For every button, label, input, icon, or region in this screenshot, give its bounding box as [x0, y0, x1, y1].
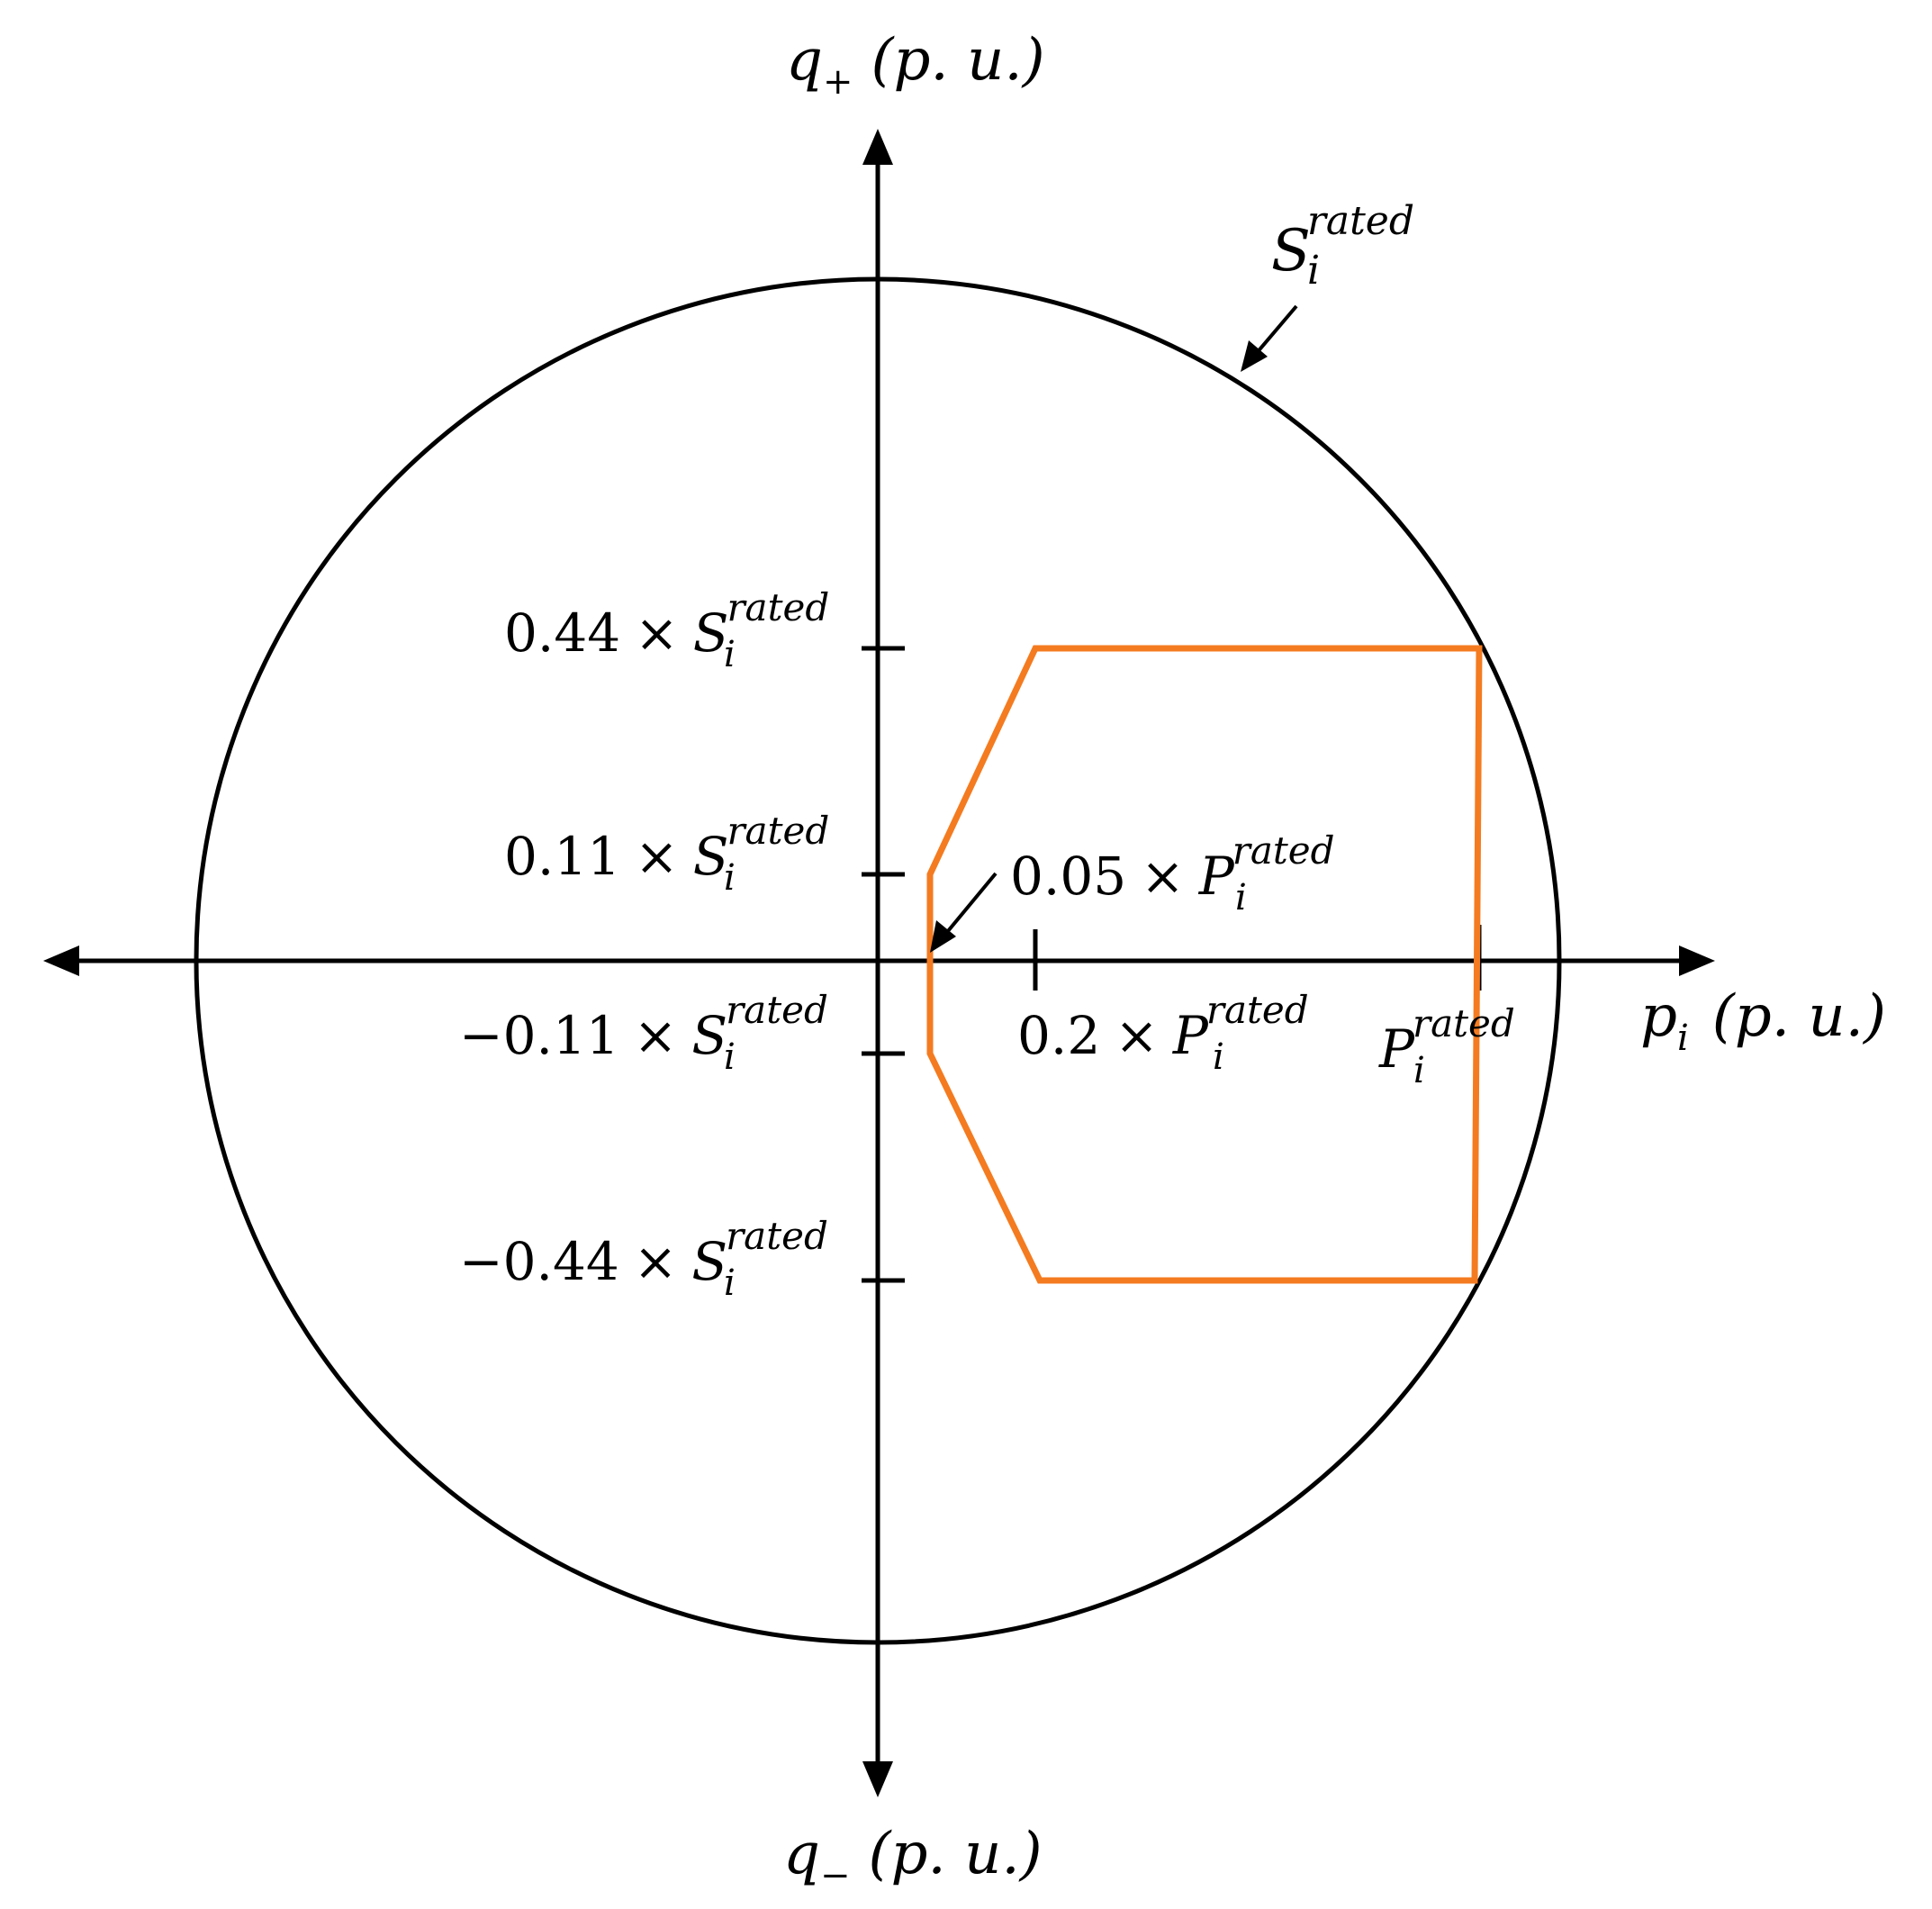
operating-region-polygon — [926, 645, 1483, 1284]
q-label-0.44: 0.44×Srated — [504, 585, 829, 664]
q-label-neg-0.44-sub: i — [724, 1262, 736, 1304]
p-axis-right-arrowhead — [1679, 945, 1715, 976]
p-label-0.2: 0.2×Prated — [1017, 988, 1309, 1066]
p-axis-label: pi(p. u.) — [1640, 983, 1886, 1059]
q-label-neg-0.11: −0.11×Srated — [459, 988, 828, 1066]
q-label-0.11: 0.11×Srated — [504, 809, 829, 887]
p-label-0.05: 0.05×Prated — [1010, 828, 1335, 907]
p-label-rated: Prated — [1378, 1001, 1515, 1080]
q-label-0.44-sub: i — [724, 634, 736, 675]
q-axis-bottom-arrowhead — [862, 1761, 893, 1797]
p-axis-left-arrowhead — [43, 945, 79, 976]
p-label-0.05-sub: i — [1235, 877, 1247, 918]
p-label-0.2-sub: i — [1213, 1036, 1224, 1078]
circle-label-arrowhead — [1241, 340, 1268, 372]
q-label-neg-0.44: −0.44×Srated — [459, 1214, 828, 1292]
q-minus-axis-label: q−(p. u.) — [783, 1821, 1043, 1896]
p-label-rated-sub: i — [1413, 1050, 1425, 1091]
p-tick-0.05-arrow — [942, 872, 998, 938]
circle-label-sub: i — [1307, 248, 1320, 294]
q-label-0.11-sub: i — [724, 857, 736, 899]
p-tick-0.05-arrowhead — [930, 920, 956, 953]
q-plus-axis-label: q+(p. u.) — [786, 27, 1045, 103]
circle-label-arrow — [1254, 304, 1298, 356]
q-axis-top-arrowhead — [862, 129, 893, 165]
q-label-neg-0.11-sub: i — [724, 1036, 736, 1078]
circle-label: Srated — [1271, 198, 1414, 285]
